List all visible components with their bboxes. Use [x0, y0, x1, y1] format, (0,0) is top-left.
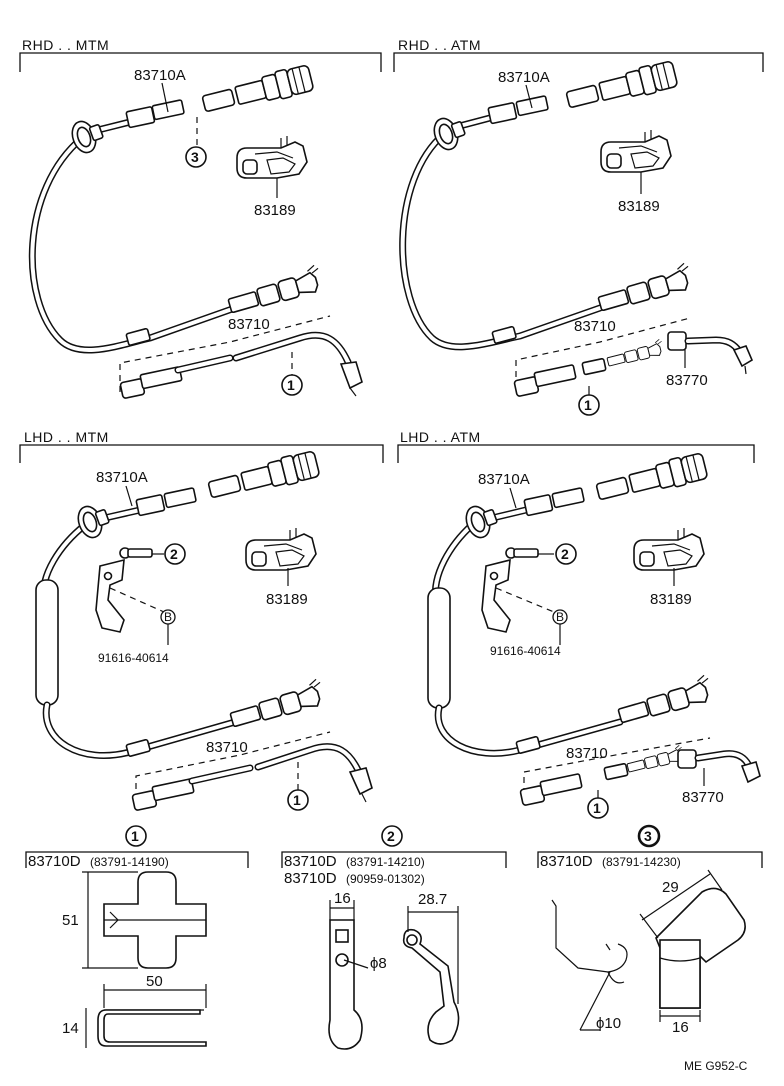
- ref-lhd-mtm-bolt: B: [164, 610, 172, 624]
- frame-rhd-mtm: [19, 52, 382, 72]
- detail-2-drawing: [328, 900, 460, 1050]
- footer-code: ME G952-C: [684, 1059, 748, 1073]
- label-rhd-mtm-cable-low: 83710: [228, 316, 270, 333]
- detail-2-part-no-1: (83791-14210): [346, 855, 425, 869]
- label-lhd-atm-cable-top: 83710A: [478, 471, 530, 488]
- detail-2-dim-width: 16: [334, 890, 351, 907]
- label-rhd-atm-cable-low: 83710: [574, 318, 616, 335]
- detail-3-dim-diameter: ϕ10: [596, 1015, 621, 1032]
- label-lhd-atm-adapter: 83770: [682, 789, 724, 806]
- detail-2-part-no-2: (90959-01302): [346, 872, 425, 886]
- detail-3-part-no: (83791-14230): [602, 855, 681, 869]
- section-title-lhd-atm: LHD . . ATM: [400, 429, 481, 445]
- label-lhd-mtm-cable-low: 83710: [206, 739, 248, 756]
- label-lhd-mtm-bolt: 91616-40614: [98, 651, 169, 665]
- ref-rhd-mtm-3: 3: [191, 149, 199, 165]
- detail-3-part: 83710D: [540, 853, 593, 870]
- frame-lhd-atm: [397, 444, 755, 463]
- ref-lhd-mtm-2: 2: [170, 546, 178, 562]
- ref-lhd-atm-1: 1: [593, 800, 601, 816]
- ref-lhd-mtm-1: 1: [293, 792, 301, 808]
- label-lhd-mtm-cable-top: 83710A: [96, 469, 148, 486]
- detail-3-dim-b: 16: [672, 1019, 689, 1036]
- label-rhd-mtm-cable-top: 83710A: [134, 67, 186, 84]
- detail-3-drawing: [551, 869, 746, 1031]
- section-title-lhd-mtm: LHD . . MTM: [24, 429, 109, 445]
- assembly-rhd-mtm: [28, 63, 363, 399]
- detail-1-number: 1: [131, 828, 139, 844]
- detail-2-part-2: 83710D: [284, 870, 337, 887]
- detail-1-dim-thickness: 14: [62, 1020, 79, 1037]
- detail-2-part-1: 83710D: [284, 853, 337, 870]
- ref-lhd-atm-2: 2: [561, 546, 569, 562]
- ref-lhd-atm-bolt: B: [556, 610, 564, 624]
- detail-3-number: 3: [644, 828, 652, 844]
- detail-1-part: 83710D: [28, 853, 81, 870]
- ref-rhd-atm-1: 1: [584, 397, 592, 413]
- label-rhd-atm-clip: 83189: [618, 198, 660, 215]
- label-rhd-atm-adapter: 83770: [666, 372, 708, 389]
- assembly-lhd-mtm: [35, 449, 373, 811]
- label-lhd-atm-cable-low: 83710: [566, 745, 608, 762]
- detail-2-dim-width-2: 28.7: [418, 891, 447, 908]
- label-lhd-atm-clip: 83189: [650, 591, 692, 608]
- label-rhd-mtm-clip: 83189: [254, 202, 296, 219]
- frame-lhd-mtm: [19, 444, 384, 463]
- label-lhd-atm-bolt: 91616-40614: [490, 644, 561, 658]
- detail-3-dim-a: 29: [662, 879, 679, 896]
- frame-rhd-atm: [393, 52, 764, 72]
- assembly-lhd-atm: [427, 451, 761, 806]
- detail-2-number: 2: [387, 828, 395, 844]
- section-title-rhd-mtm: RHD . . MTM: [22, 37, 109, 53]
- detail-1-part-no: (83791-14190): [90, 855, 169, 869]
- assembly-rhd-atm: [399, 59, 754, 397]
- label-lhd-mtm-clip: 83189: [266, 591, 308, 608]
- detail-2-dim-diameter: ϕ8: [370, 955, 387, 972]
- detail-1-dim-width: 50: [146, 973, 163, 990]
- detail-1-dim-height: 51: [62, 912, 79, 929]
- section-title-rhd-atm: RHD . . ATM: [398, 37, 481, 53]
- label-rhd-atm-cable-top: 83710A: [498, 69, 550, 86]
- detail-1-drawing: [82, 871, 207, 1048]
- ref-rhd-mtm-1: 1: [287, 377, 295, 393]
